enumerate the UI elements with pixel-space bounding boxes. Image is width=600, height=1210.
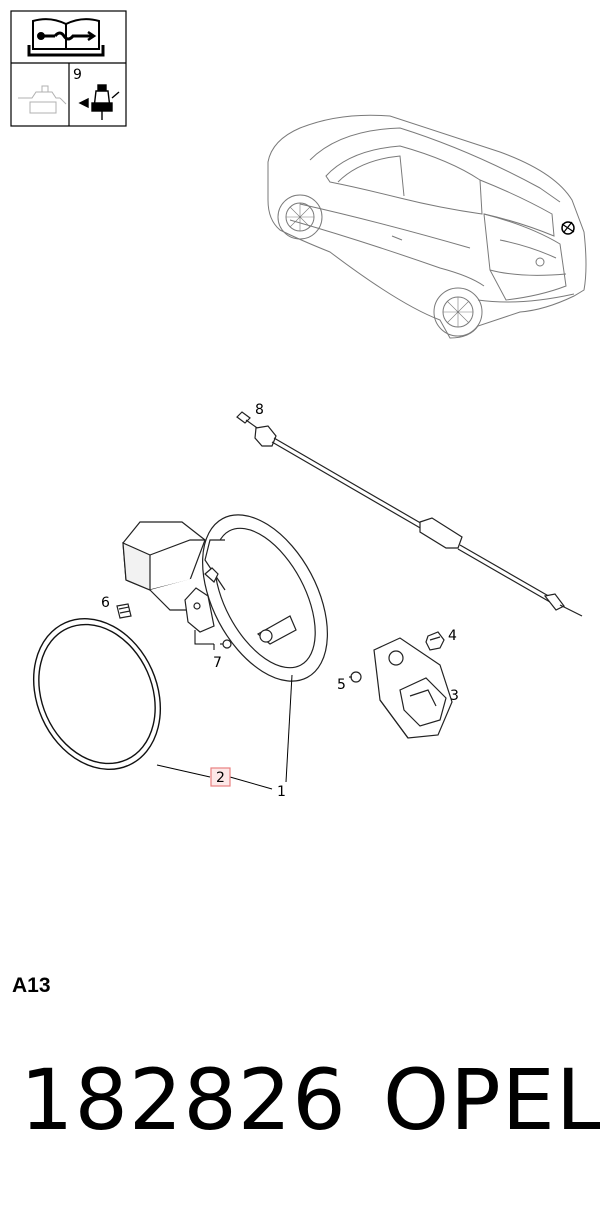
- screw-part-7: [220, 639, 232, 649]
- wrench-tool-icon: [18, 85, 67, 114]
- callout-7: 7: [213, 655, 222, 671]
- screw-part-5: [349, 671, 362, 683]
- latch-bracket: [373, 637, 453, 739]
- callout-4: 4: [448, 628, 457, 644]
- callout-2-highlight: [210, 767, 231, 787]
- car-illustration: [267, 114, 587, 339]
- brand-name: OPEL: [383, 1051, 600, 1149]
- release-cable: [236, 411, 583, 617]
- part-number: 182826: [20, 1051, 347, 1149]
- callout-2[interactable]: 2: [216, 770, 225, 786]
- repair-manual-icon: [27, 18, 105, 57]
- nut-part-4: [425, 631, 445, 651]
- cap-seal-ring: [32, 617, 162, 771]
- lubricant-icon: [78, 84, 120, 120]
- callout-1: 1: [277, 784, 286, 800]
- clip-part-6: [116, 603, 132, 619]
- legend-box: [10, 10, 127, 127]
- section-code: A13: [12, 974, 51, 997]
- callout-8: 8: [255, 402, 264, 418]
- callout-6: 6: [101, 595, 110, 611]
- legend-cell-label: 9: [73, 67, 82, 83]
- callout-5: 5: [337, 677, 346, 693]
- filler-housing: [122, 514, 328, 682]
- callout-3: 3: [450, 688, 459, 704]
- leader-lines: [156, 630, 293, 790]
